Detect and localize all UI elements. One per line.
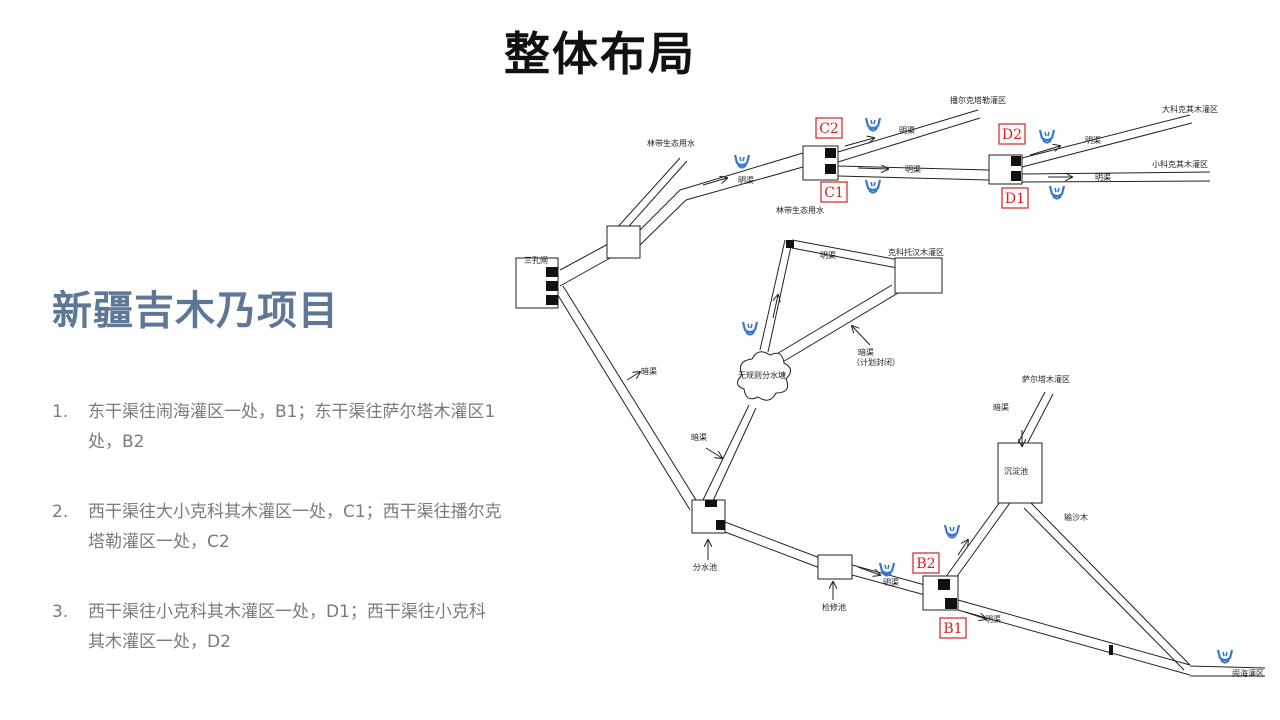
water-tap-icon <box>943 523 961 539</box>
marker-d1: D1 <box>1005 191 1025 207</box>
label-forest-water-mid: 林带生态用水 <box>776 205 824 215</box>
water-tap-icon <box>864 178 882 194</box>
label-open-channel: 明渠 <box>738 175 754 185</box>
water-tap-icon <box>1048 184 1066 200</box>
list-text: 东干渠往闹海灌区一处，B1；东干渠往萨尔塔木灌区1处，B2 <box>88 402 496 452</box>
water-tap-icon <box>1216 648 1234 664</box>
label-keketuo-area: 克科托汉木灌区 <box>888 247 944 257</box>
marker-b2: B2 <box>916 556 935 572</box>
list-number: 2. <box>52 502 69 522</box>
list-item: 3. 西干渠往小克科其木灌区一处，D1；西干渠往小克科其木灌区一处，D2 <box>52 597 502 657</box>
list-item: 1. 东干渠往闹海灌区一处，B1；东干渠往萨尔塔木灌区1处，B2 <box>52 397 502 457</box>
label-forest-water-top: 林带生态用水 <box>647 138 695 148</box>
marker-b1: B1 <box>943 621 962 637</box>
label-covered-channel: 暗渠 <box>691 432 707 442</box>
label-dake-area: 大科克其木灌区 <box>1162 104 1218 114</box>
irregular-pond <box>737 351 791 401</box>
label-open-channel: 明渠 <box>985 614 1001 624</box>
label-sankong-gate: 三孔闸 <box>524 256 548 265</box>
list-text: 西干渠往小克科其木灌区一处，D1；西干渠往小克科其木灌区一处，D2 <box>88 602 486 652</box>
label-chendian: 沉淀池 <box>1004 466 1028 476</box>
label-covered-channel: 暗渠 <box>993 402 1009 412</box>
marker-d2: D2 <box>1002 127 1022 143</box>
label-open-channel: 明渠 <box>905 164 921 174</box>
label-borke-area: 播尔克塔勒灌区 <box>950 95 1006 105</box>
structures <box>515 145 1043 611</box>
label-covered-channel: 暗渠 <box>858 347 874 357</box>
key-points-list: 1. 东干渠往闹海灌区一处，B1；东干渠往萨尔塔木灌区1处，B2 2. 西干渠往大小… <box>52 397 502 697</box>
label-open-channel: 明渠 <box>899 125 915 135</box>
label-open-channel: 明渠 <box>820 250 836 260</box>
list-item: 2. 西干渠往大小克科其木灌区一处，C1；西干渠往播尔克塔勒灌区一处，C2 <box>52 497 502 557</box>
label-open-channel: 明渠 <box>883 577 899 587</box>
list-number: 1. <box>52 402 69 422</box>
slide-title: 整体布局 <box>504 27 696 81</box>
label-fenshui: 分水池 <box>693 562 717 572</box>
marker-c1: C1 <box>824 185 844 201</box>
label-irregular-pond: 无规则分水塘 <box>738 370 786 380</box>
label-open-channel: 明渠 <box>1095 172 1111 182</box>
label-xiaoke-area: 小科克其木灌区 <box>1152 159 1208 169</box>
project-title: 新疆吉木乃项目 <box>52 288 339 334</box>
marker-c2: C2 <box>819 121 839 137</box>
gates <box>546 148 1113 655</box>
canal-pipes <box>555 109 1266 677</box>
list-number: 3. <box>52 602 69 622</box>
label-sand-pipe: 输沙木 <box>1064 512 1088 522</box>
water-tap-icon <box>1038 128 1056 144</box>
label-covered-channel: 暗渠 <box>641 366 657 376</box>
water-tap-icon <box>864 116 882 132</box>
water-tap-icon <box>733 153 751 169</box>
label-naohai-area: 闹海灌区 <box>1232 668 1264 678</box>
flow-arrows <box>626 138 1072 619</box>
list-text: 西干渠往大小克科其木灌区一处，C1；西干渠往播尔克塔勒灌区一处，C2 <box>88 502 502 552</box>
water-tap-icon <box>741 320 759 336</box>
marker-boxes <box>815 117 1029 639</box>
label-jianxiu: 检修池 <box>822 602 846 612</box>
label-open-channel: 明渠 <box>1085 135 1101 145</box>
label-covered-channel-plan: （计划封闭） <box>852 357 900 367</box>
label-saer-area: 萨尔塔木灌区 <box>1022 374 1070 384</box>
